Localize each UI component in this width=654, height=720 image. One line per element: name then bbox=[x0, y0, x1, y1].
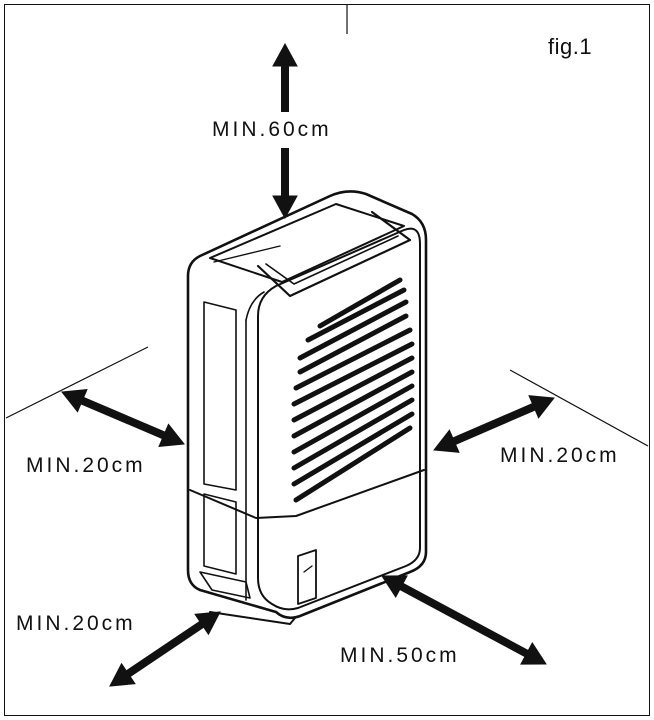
handle bbox=[256, 210, 412, 298]
side-window-lower bbox=[203, 493, 237, 575]
grille-slat bbox=[297, 299, 409, 361]
dehumidifier-unit bbox=[186, 190, 428, 625]
top-up-arrow bbox=[272, 42, 298, 112]
left-clearance-label: MIN.20cm bbox=[26, 454, 146, 477]
left-floor-line bbox=[5, 346, 149, 419]
grille-slat bbox=[305, 287, 407, 343]
figure-label: fig.1 bbox=[548, 34, 593, 59]
front-face bbox=[257, 227, 421, 611]
top-down-arrow bbox=[272, 148, 298, 220]
front-left-arrow-head bbox=[194, 611, 221, 636]
front-right-arrow bbox=[381, 575, 547, 665]
top-up-arrow-head bbox=[272, 42, 298, 67]
room-corner-lines bbox=[5, 5, 649, 447]
right-arrow-shaft bbox=[448, 401, 540, 447]
right-arrow bbox=[433, 395, 555, 453]
grille-slat bbox=[293, 327, 413, 391]
grille-slat bbox=[291, 383, 415, 455]
water-level-window bbox=[297, 549, 317, 605]
left-arrow-head bbox=[158, 423, 185, 447]
front-right-arrow-tail-head bbox=[381, 575, 408, 598]
grille-slat bbox=[297, 313, 409, 375]
front-right-arrow-shaft bbox=[395, 580, 533, 660]
grille-slat bbox=[293, 425, 413, 503]
grille-slat bbox=[291, 411, 415, 487]
left-arrow-tail-head bbox=[61, 389, 88, 413]
top-clearance-label: MIN.60cm bbox=[212, 118, 332, 141]
left-arrow bbox=[61, 389, 185, 447]
front-right-clearance-label: MIN.50cm bbox=[340, 644, 460, 667]
front-right-arrow-head bbox=[520, 642, 547, 665]
grille-slat bbox=[291, 341, 415, 407]
front-left-arrow-tail-head bbox=[109, 662, 136, 687]
top-down-arrow-head bbox=[272, 195, 298, 220]
grille-slat bbox=[317, 277, 403, 329]
air-grille bbox=[291, 277, 415, 503]
left-arrow-shaft bbox=[76, 395, 170, 441]
grille-slat bbox=[291, 355, 415, 423]
side-window bbox=[203, 301, 237, 491]
right-arrow-tail-head bbox=[433, 429, 460, 453]
grille-slat bbox=[291, 397, 415, 471]
front-left-clearance-label: MIN.20cm bbox=[16, 612, 136, 635]
grille-slat bbox=[291, 369, 415, 439]
front-left-arrow-shaft bbox=[122, 618, 208, 680]
right-floor-line bbox=[509, 369, 649, 447]
right-clearance-label: MIN.20cm bbox=[500, 444, 620, 467]
clearance-arrows bbox=[61, 42, 555, 687]
front-left-arrow bbox=[109, 611, 221, 687]
figure-frame bbox=[4, 4, 650, 716]
right-arrow-head bbox=[528, 395, 555, 419]
